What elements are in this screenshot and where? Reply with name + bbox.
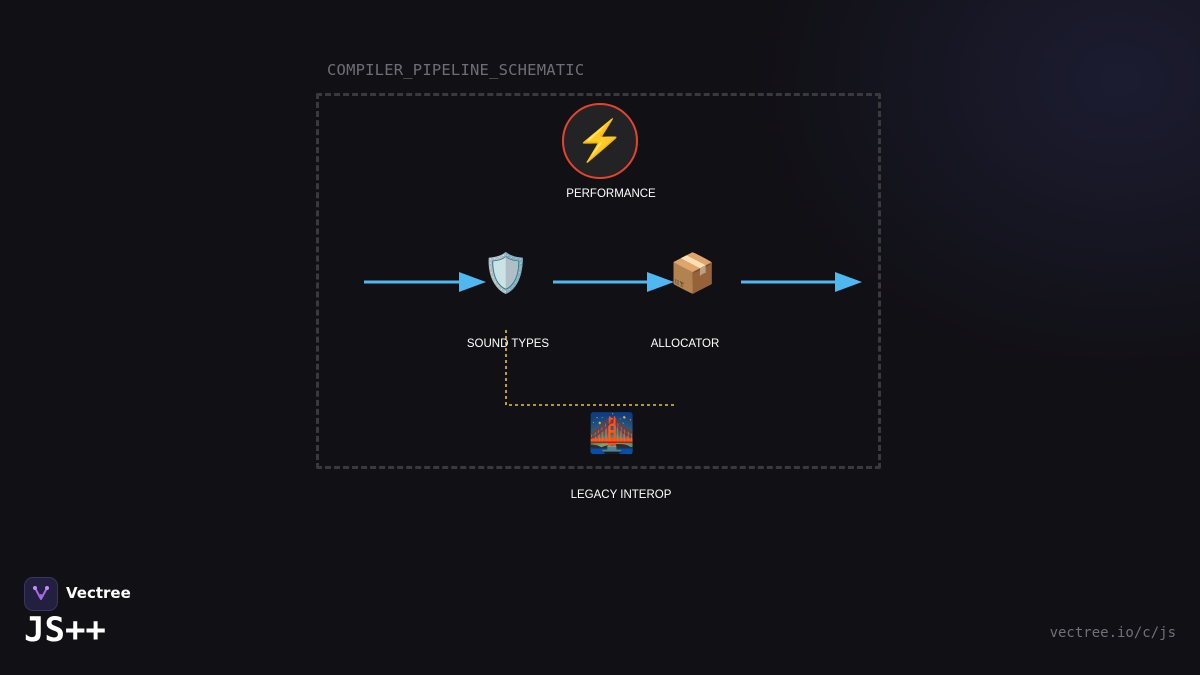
flow-arrow-output (741, 272, 862, 292)
vectree-logo-icon (24, 577, 58, 611)
footer-url[interactable]: vectree.io/c/js (1049, 625, 1176, 641)
sound-types-label: SOUND TYPES (466, 338, 550, 350)
flow-arrow-input (364, 272, 486, 292)
schematic-title: COMPILER_PIPELINE_SCHEMATIC (327, 61, 585, 79)
shield-icon: 🛡️ (482, 251, 530, 295)
pipeline-frame (316, 93, 881, 469)
brand-name: Vectree (66, 584, 131, 602)
performance-label: PERFORMANCE (566, 188, 656, 200)
package-icon: 📦 (669, 251, 717, 295)
legacy-interop-label: LEGACY INTEROP (570, 489, 672, 501)
lightning-bolt-icon: ⚡ (575, 119, 625, 163)
allocator-label: ALLOCATOR (650, 338, 720, 350)
interop-link (505, 330, 676, 406)
performance-node: ⚡ (562, 103, 638, 179)
flow-arrow-types-to-allocator (553, 272, 674, 292)
bridge-at-night-icon: 🌉 (588, 411, 636, 455)
product-title: JS++ (24, 610, 106, 650)
